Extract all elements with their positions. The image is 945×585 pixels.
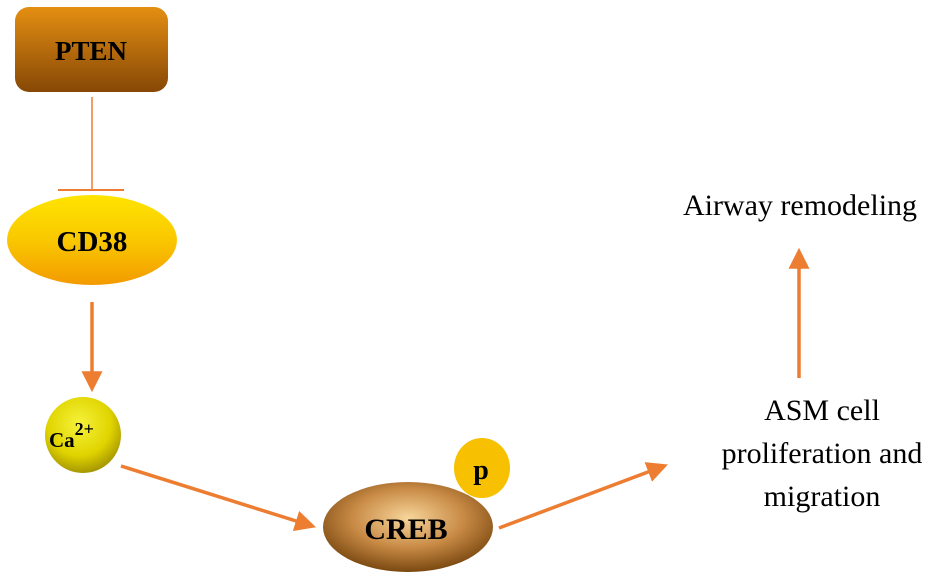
arrow-ca-to-creb [120,464,317,531]
ca-circle [45,397,121,473]
pten-label: PTEN [55,36,128,66]
cd38-ellipse [7,195,177,285]
airway-remodeling-label: Airway remodeling [683,189,917,222]
asm-line-2: proliferation and [722,437,923,470]
pten-node: PTEN [15,7,168,92]
asm-line-3: migration [764,480,881,513]
ca-node: Ca2+ [45,397,121,473]
arrow-creb-to-asm [498,462,668,530]
asm-line-1: ASM cell [764,394,880,427]
inhibition-edge-pten-cd38 [58,97,124,191]
cd38-label: CD38 [57,226,128,258]
cd38-node: CD38 [7,195,177,285]
phospho-label: p [473,455,489,486]
ca-charge: 2+ [75,419,94,439]
creb-label: CREB [364,513,447,546]
phospho-node: p [454,438,510,498]
pten-box [15,7,168,92]
creb-node: CREB [323,482,493,572]
creb-ellipse [323,482,493,572]
ca-label: Ca2+ [49,419,94,452]
phospho-circle [454,438,510,498]
ca-symbol: Ca [49,428,75,452]
asm-outcome: ASM cell proliferation and migration [722,394,923,513]
